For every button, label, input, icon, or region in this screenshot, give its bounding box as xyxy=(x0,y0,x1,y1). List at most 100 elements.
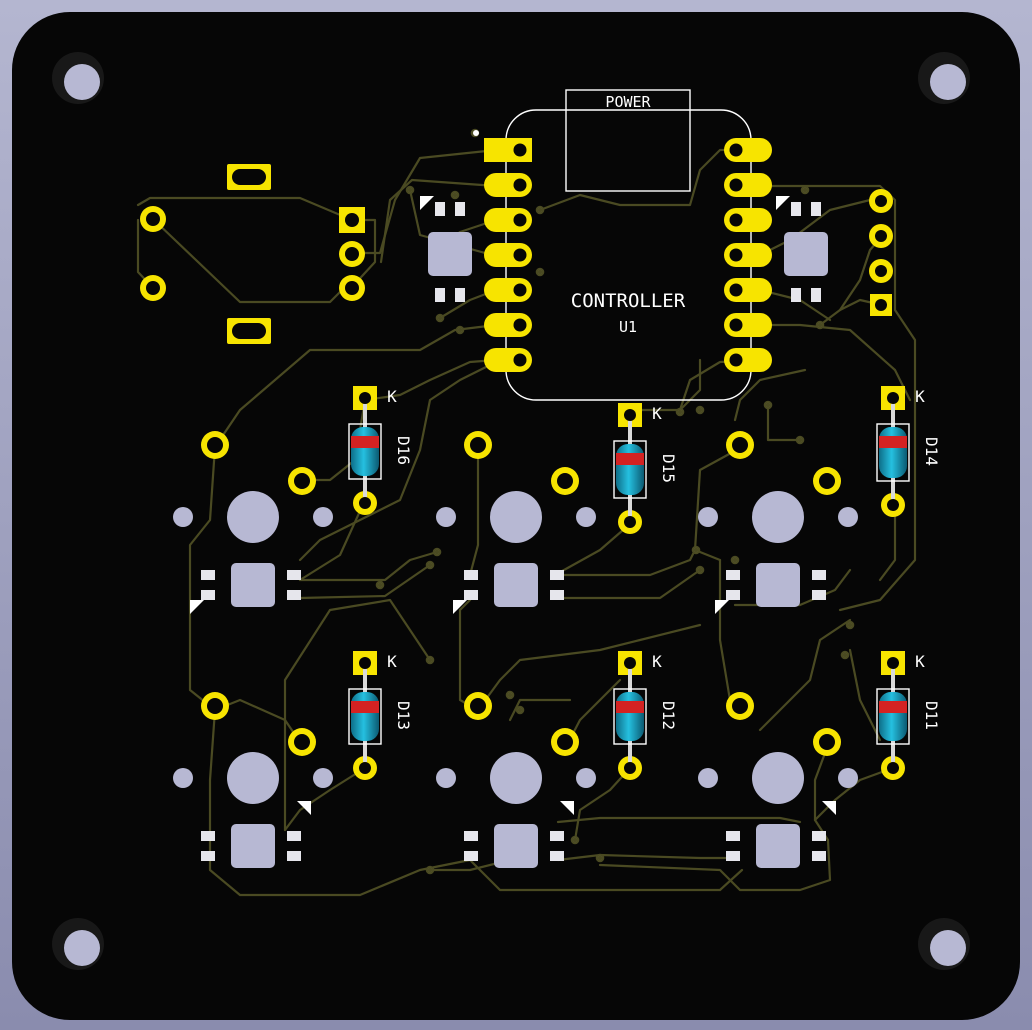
switch-peg-hole xyxy=(173,507,193,527)
copper-trace xyxy=(208,708,472,897)
copper-trace xyxy=(508,698,572,722)
through-hole-pads xyxy=(140,164,905,780)
via-hole xyxy=(572,837,578,843)
smd-pad xyxy=(464,570,478,580)
smd-pad xyxy=(201,570,215,580)
diode-cathode-label: K xyxy=(652,652,662,671)
pad-drill xyxy=(875,195,887,207)
pad-drill xyxy=(345,247,359,261)
via-hole xyxy=(693,547,699,553)
copper-trace xyxy=(283,598,432,832)
smd-pad xyxy=(812,851,826,861)
copper-trace xyxy=(758,618,852,732)
controller-pin-drill xyxy=(513,248,527,262)
smd-pad xyxy=(811,202,821,216)
via-hole xyxy=(677,409,683,415)
diode-body xyxy=(351,692,379,741)
smd-pad xyxy=(287,590,301,600)
mounting-holes xyxy=(52,52,970,970)
switch-peg-hole xyxy=(838,768,858,788)
copper-trace xyxy=(283,766,367,832)
via-hole xyxy=(765,402,771,408)
copper-trace xyxy=(573,766,632,842)
pad-drill xyxy=(359,497,371,509)
diode-outline xyxy=(613,440,647,499)
diode-cathode-label: K xyxy=(915,652,925,671)
controller-pin-drill xyxy=(729,143,743,157)
smd-pad xyxy=(550,851,564,861)
diode-body xyxy=(879,692,907,741)
pad-drill xyxy=(875,265,887,277)
copper-trace xyxy=(556,816,802,824)
controller-pin-drill xyxy=(729,283,743,297)
copper-trace xyxy=(298,550,439,582)
via-hole xyxy=(847,622,853,628)
pad-drill xyxy=(294,734,310,750)
controller-pin-drill xyxy=(513,178,527,192)
diode-ref: D12 xyxy=(659,701,678,730)
pad-drill xyxy=(470,437,486,453)
smd-pad xyxy=(201,851,215,861)
diode-band xyxy=(879,436,907,448)
copper-trace xyxy=(468,445,480,577)
led-body xyxy=(756,824,800,868)
copper-trace xyxy=(553,548,697,577)
diode-ref: D11 xyxy=(922,701,941,730)
pad-drill xyxy=(875,299,887,311)
smd-pad xyxy=(287,570,301,580)
diode-outline xyxy=(876,423,910,482)
copper-trace xyxy=(298,563,432,600)
diode-cathode-label: K xyxy=(387,387,397,406)
via-hole xyxy=(377,582,383,588)
via-hole xyxy=(732,557,738,563)
switch-center-hole xyxy=(490,752,542,804)
smd-pad xyxy=(726,851,740,861)
copper-traces xyxy=(136,128,917,897)
via-hole xyxy=(427,562,433,568)
smd-pad xyxy=(455,288,465,302)
smd-pad xyxy=(455,202,465,216)
smd-pad xyxy=(812,831,826,841)
encoder-slot-drill xyxy=(232,169,266,185)
copper-trace xyxy=(553,568,702,600)
pin1-marker xyxy=(297,801,311,815)
led-body xyxy=(494,824,538,868)
controller-pin-drill xyxy=(729,213,743,227)
pad-drill xyxy=(294,473,310,489)
via-hole xyxy=(537,207,543,213)
via-hole xyxy=(597,855,603,861)
pin1-marker xyxy=(190,600,204,614)
copper-trace xyxy=(598,838,832,892)
switch-peg-hole xyxy=(698,507,718,527)
smd-pad xyxy=(435,288,445,302)
pad-drill xyxy=(207,698,223,714)
led-body xyxy=(756,563,800,607)
via-hole xyxy=(407,187,413,193)
copper-trace xyxy=(758,323,912,402)
copper-trace xyxy=(476,623,702,712)
switch-center-hole xyxy=(752,752,804,804)
diode-band xyxy=(879,701,907,713)
mounting-hole xyxy=(930,930,966,966)
pad-drill xyxy=(557,473,573,489)
via-hole xyxy=(842,652,848,658)
pad-drill xyxy=(887,762,899,774)
smd-pad xyxy=(791,202,801,216)
diode-outline xyxy=(613,688,647,745)
controller-label: CONTROLLER xyxy=(571,290,686,312)
smd-pad xyxy=(812,570,826,580)
diode-cathode-label: K xyxy=(915,387,925,406)
switch-center-hole xyxy=(227,752,279,804)
pad-drill xyxy=(345,281,359,295)
controller-pin-drill xyxy=(513,318,527,332)
smd-pad xyxy=(464,851,478,861)
smd-pad xyxy=(791,288,801,302)
diode-ref: D16 xyxy=(394,436,413,465)
copper-trace xyxy=(693,445,744,562)
diode-cathode-label: K xyxy=(652,404,662,423)
pad-drill xyxy=(887,499,899,511)
controller-pin-drill xyxy=(513,353,527,367)
copper-trace xyxy=(758,184,917,612)
smd-pad xyxy=(201,831,215,841)
